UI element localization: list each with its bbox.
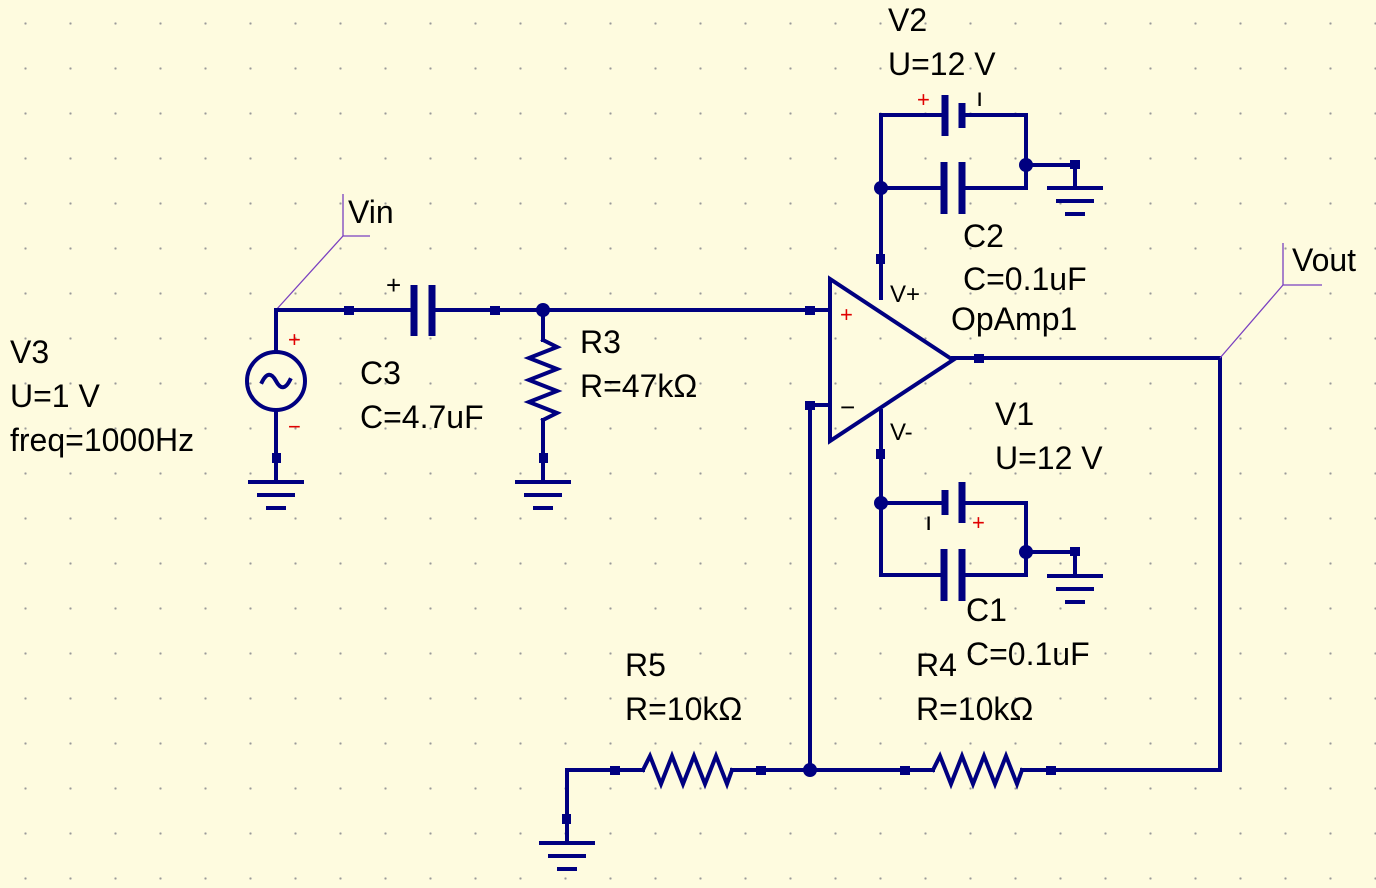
resistor-r3[interactable] <box>523 308 563 460</box>
v2-bar-sign: ı <box>976 82 983 112</box>
r3-value: R=47kΩ <box>580 368 697 404</box>
v2-plus-sign: + <box>917 87 930 112</box>
v1-value: U=12 V <box>995 440 1103 476</box>
vout-label: Vout <box>1292 242 1356 278</box>
r3-name: R3 <box>580 324 621 360</box>
ground-r3 <box>515 456 571 510</box>
vin-label: Vin <box>348 194 394 230</box>
v2-value: U=12 V <box>888 46 996 82</box>
v1-name: V1 <box>995 396 1034 432</box>
label-r3: R3 R=47kΩ <box>580 324 697 404</box>
c3-plus-sign: + <box>386 270 401 300</box>
label-c3: C3 C=4.7uF <box>360 355 484 435</box>
v3-plus-sign: + <box>288 327 301 352</box>
capacitor-c2[interactable] <box>879 162 1028 214</box>
opamp-opamp1[interactable]: + − V+ V- <box>808 113 1222 577</box>
c1-value: C=0.1uF <box>966 636 1090 672</box>
c3-name: C3 <box>360 355 401 391</box>
opamp-vminus-pin: V- <box>890 419 913 446</box>
capacitor-c1[interactable] <box>879 549 1028 601</box>
r5-value: R=10kΩ <box>625 691 742 727</box>
v1-bar-sign: ı <box>925 506 932 536</box>
net-label-vin[interactable]: Vin <box>275 194 394 311</box>
ground-v2 <box>1024 163 1103 216</box>
v1-plus-sign: + <box>972 510 985 535</box>
battery-v2[interactable]: + ı <box>879 82 1028 167</box>
c2-value: C=0.1uF <box>963 261 1087 297</box>
ground-v3 <box>248 456 304 510</box>
label-opamp1: OpAmp1 <box>951 301 1077 337</box>
label-r4: R4 R=10kΩ <box>916 647 1033 727</box>
label-r5: R5 R=10kΩ <box>625 647 742 727</box>
opamp-vplus-pin: V+ <box>890 281 920 308</box>
c2-name: C2 <box>963 218 1004 254</box>
r5-name: R5 <box>625 647 666 683</box>
opamp1-name: OpAmp1 <box>951 301 1077 337</box>
ground-r5 <box>539 768 595 871</box>
v3-freq: freq=1000Hz <box>10 422 194 458</box>
resistor-r5[interactable] <box>565 750 812 790</box>
c1-name: C1 <box>966 592 1007 628</box>
v3-value: U=1 V <box>10 378 100 414</box>
r4-value: R=10kΩ <box>916 691 1033 727</box>
ac-source-v3[interactable]: + − <box>245 308 307 460</box>
component-pins <box>272 160 1080 824</box>
v3-name: V3 <box>10 334 49 370</box>
c3-value: C=4.7uF <box>360 399 484 435</box>
v2-name: V2 <box>888 2 927 38</box>
opamp-plus-input: + <box>840 302 853 327</box>
ground-v1 <box>1024 550 1103 604</box>
resistor-r4[interactable] <box>808 750 1222 790</box>
battery-v1[interactable]: ı + <box>879 482 1028 554</box>
label-v3: V3 U=1 V freq=1000Hz <box>10 334 194 458</box>
label-v2: V2 U=12 V <box>888 2 996 82</box>
label-c1: C1 C=0.1uF <box>966 592 1090 672</box>
label-v1: V1 U=12 V <box>995 396 1103 476</box>
r4-name: R4 <box>916 647 957 683</box>
capacitor-c3[interactable]: + <box>274 270 545 336</box>
label-c2: C2 C=0.1uF <box>963 218 1087 297</box>
v3-minus-sign: − <box>288 414 301 439</box>
junctions <box>536 158 1033 777</box>
net-label-vout[interactable]: Vout <box>1219 242 1356 359</box>
opamp-minus-input: − <box>840 392 855 422</box>
